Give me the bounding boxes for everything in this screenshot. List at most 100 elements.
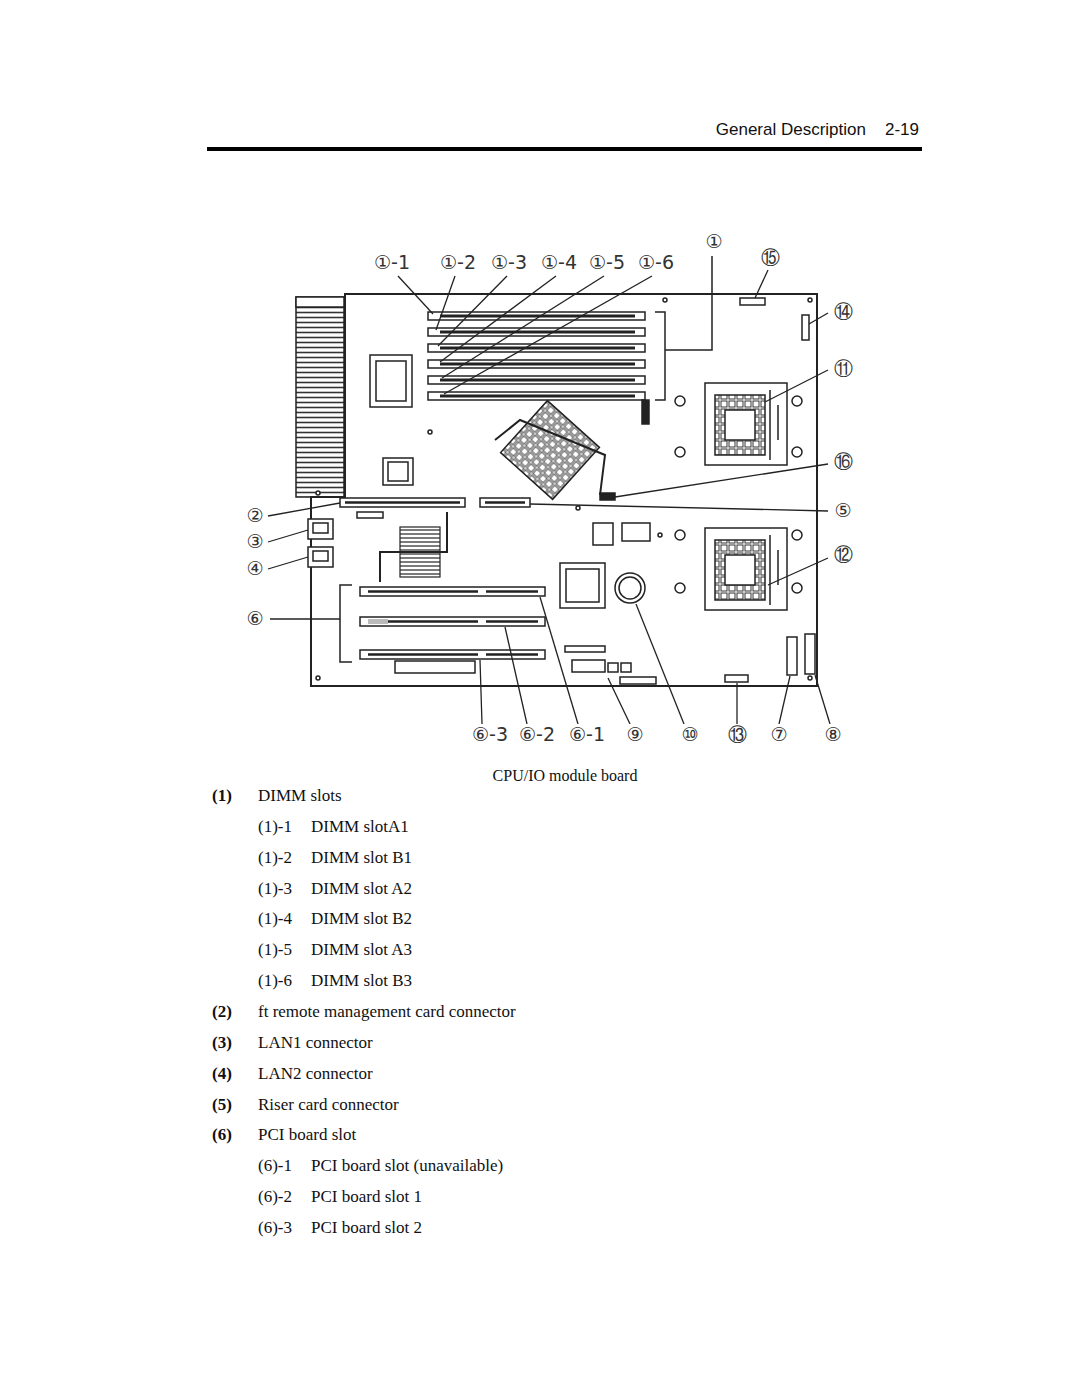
- connector: [572, 660, 605, 672]
- cpu-socket: [705, 383, 787, 465]
- leader-line: [438, 276, 507, 346]
- mounting-hole: [658, 533, 662, 537]
- heat-sink-fins: [296, 297, 344, 497]
- callout-number: ①: [704, 231, 723, 253]
- cpu-socket: [705, 528, 787, 610]
- chip: [593, 523, 613, 545]
- list-number: (1)-3: [258, 879, 292, 899]
- chipset-heatsink: [495, 420, 605, 495]
- list-text: DIMM slot A3: [311, 941, 412, 961]
- list-text: ft remote management card connector: [258, 1002, 516, 1022]
- cpu-socket: [725, 555, 755, 585]
- leader-line: [768, 558, 828, 585]
- callout-number: ⑯: [833, 451, 854, 473]
- leader-line: [268, 270, 830, 724]
- leader-line: [530, 504, 828, 511]
- list-text: LAN1 connector: [258, 1033, 373, 1053]
- dimm-slot: [428, 312, 649, 424]
- leader-line: [442, 276, 604, 378]
- mounting-hole: [808, 676, 812, 680]
- leader-line: [440, 276, 556, 362]
- connector: [608, 663, 618, 672]
- cpu-socket: [770, 390, 778, 460]
- callout-number: ①-2: [439, 252, 477, 274]
- chip: [383, 458, 413, 485]
- pci-slot: [360, 587, 545, 673]
- mounting-hole: [428, 430, 432, 434]
- callout-number: ⑥-3: [471, 724, 509, 746]
- callout-number: ⑮: [760, 247, 781, 269]
- list-number: (1)-5: [258, 941, 292, 961]
- chipset-heatsink: [495, 401, 605, 500]
- list-number: (6)-1: [258, 1157, 292, 1177]
- callout-number: ⑥-2: [518, 724, 556, 746]
- running-head: General Description: [716, 120, 866, 140]
- lan-port: [308, 519, 333, 567]
- callout-number: ⑧: [823, 724, 842, 746]
- chip: [388, 462, 408, 481]
- callout-number: ①-4: [540, 252, 578, 274]
- callout-number: ①-5: [588, 252, 626, 274]
- list-number: (5): [212, 1095, 232, 1115]
- list-number: (6)-3: [258, 1218, 292, 1238]
- header-rule: [207, 147, 922, 151]
- lan-port: [308, 547, 333, 567]
- leader-line: [765, 370, 828, 402]
- mounting-hole: [792, 396, 802, 406]
- connector: [805, 634, 815, 674]
- list-text: Riser card connector: [258, 1095, 399, 1115]
- callout-number: ③: [245, 531, 264, 553]
- pci-slot: [368, 619, 388, 624]
- chipset-heatsink: [501, 401, 600, 500]
- leader-line: [444, 276, 652, 394]
- board-outline: [311, 294, 817, 686]
- callout-number: ①-3: [490, 252, 528, 274]
- battery: [619, 577, 641, 599]
- mounting-hole: [675, 396, 685, 406]
- riser-connector: [345, 501, 525, 504]
- bracket: [340, 585, 352, 662]
- leader-line: [755, 270, 768, 298]
- lan-port: [308, 519, 333, 539]
- cpu-socket: [705, 383, 787, 610]
- dimm-slot: [642, 400, 649, 424]
- small-heatsink: [380, 512, 447, 582]
- connector: [600, 493, 615, 500]
- list-number: (1)-4: [258, 910, 292, 930]
- callout-number: ⑩: [680, 724, 699, 746]
- cpu-socket: [715, 540, 765, 600]
- leader-line: [615, 464, 828, 497]
- leader-line: [736, 683, 737, 724]
- mounting-hole: [792, 530, 802, 540]
- cpu-socket: [725, 410, 755, 440]
- callout-number: ①-6: [637, 252, 675, 274]
- leader-line: [270, 618, 340, 619]
- battery: [615, 573, 645, 603]
- chip: [622, 523, 650, 541]
- mounting-hole: [792, 447, 802, 457]
- mounting-hole: [675, 583, 685, 593]
- callout-number: ⑥-1: [568, 724, 606, 746]
- connector: [740, 298, 765, 305]
- dimm-slot: [440, 316, 635, 396]
- callout-number: ②: [245, 505, 264, 527]
- mounting-hole: [316, 676, 320, 680]
- connector: [565, 646, 605, 652]
- callout-number: ⑭: [833, 301, 854, 323]
- list-text: DIMM slot A2: [311, 879, 412, 899]
- leader-line: [268, 530, 308, 542]
- list-text: PCI board slot 1: [311, 1187, 422, 1207]
- leader-line: [268, 503, 340, 516]
- leader-line: [480, 660, 482, 724]
- page-number: 2-19: [885, 120, 919, 140]
- list-text: DIMM slot B1: [311, 848, 412, 868]
- callout-number: ④: [245, 558, 264, 580]
- heat-sink-fins: [296, 297, 344, 497]
- bracket: [655, 256, 712, 400]
- figure-caption: CPU/IO module board: [493, 767, 638, 785]
- list-number: (1)-2: [258, 848, 292, 868]
- mounting-hole: [792, 583, 802, 593]
- chip: [560, 563, 605, 608]
